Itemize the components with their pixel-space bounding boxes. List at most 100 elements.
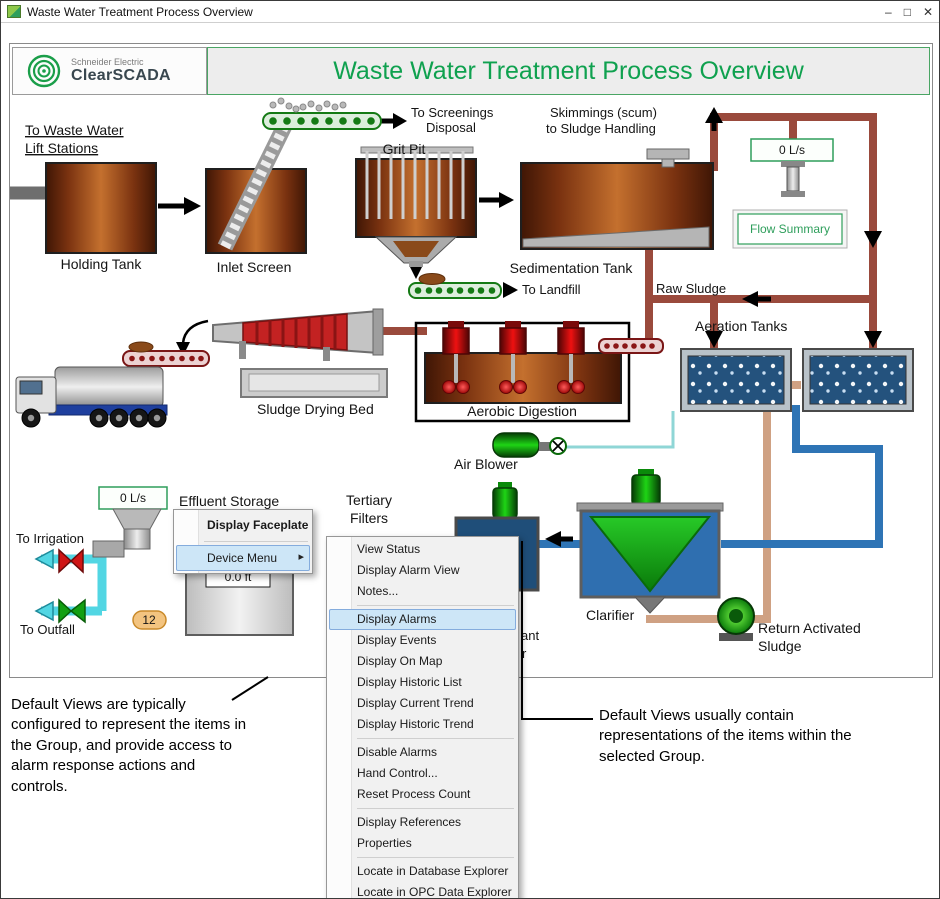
label-lift-stations-2[interactable]: Lift Stations [25,140,98,156]
schneider-logo-icon [27,54,61,88]
label-ras-1: Return Activated [758,620,861,636]
submenu-item-notes[interactable]: Notes... [357,584,399,598]
outfall-valve[interactable] [58,598,86,624]
aeration-tank-2[interactable] [802,348,914,412]
page-header: Schneider Electric ClearSCADA Waste Wate… [12,47,930,95]
label-air-blower: Air Blower [454,456,518,472]
sludge-truck [15,366,168,428]
air-blower[interactable] [492,432,567,458]
tertiary-filter-pump[interactable] [492,482,518,519]
submenu-item-hand-control[interactable]: Hand Control... [357,766,438,780]
label-screenings-2: Disposal [426,120,476,135]
title-bar[interactable]: Waste Water Treatment Process Overview –… [1,1,939,23]
aerobic-digestion-tank[interactable] [424,321,622,404]
flow-meter-top[interactable]: 0 L/s [750,138,834,197]
clarifier[interactable] [576,502,724,614]
submenu-separator [357,738,514,739]
submenu-item-locate-database-explorer[interactable]: Locate in Database Explorer [357,864,509,878]
label-to-outfall: To Outfall [20,622,75,637]
grit-pit[interactable] [355,146,477,267]
page-title: Waste Water Treatment Process Overview [207,47,930,95]
screenings-pile [269,97,347,113]
brand-line-1: Schneider Electric [71,57,144,67]
minimize-button[interactable]: – [885,4,892,19]
menu-separator [204,541,308,542]
label-raw-sludge: Raw Sludge [656,281,726,296]
flow-direction-arrows [158,107,882,547]
flow-meter-top-value: 0 L/s [779,143,805,157]
label-lift-stations-1[interactable]: To Waste Water [25,122,124,138]
submenu-item-locate-opc-explorer[interactable]: Locate in OPC Data Explorer [357,885,512,899]
label-aeration-tanks: Aeration Tanks [695,318,787,334]
count-value: 12 [142,613,156,627]
maximize-button[interactable]: □ [903,4,911,19]
irrigation-valve[interactable] [58,548,84,574]
submenu-item-display-historic-list[interactable]: Display Historic List [357,675,462,689]
submenu-item-properties[interactable]: Properties [357,836,412,850]
submenu-item-display-alarm-view[interactable]: Display Alarm View [357,563,460,577]
ras-pump[interactable] [717,597,755,641]
submenu-item-view-status[interactable]: View Status [357,542,421,556]
context-menu: Display Faceplate Device Menu ▸ [173,509,313,574]
count-badge[interactable]: 12 [132,610,167,630]
submenu-arrow-icon: ▸ [298,551,304,563]
submenu-item-display-historic-trend[interactable]: Display Historic Trend [357,717,474,731]
label-aerobic-digestion: Aerobic Digestion [467,403,577,419]
label-inlet-screen: Inlet Screen [217,259,292,275]
callout-lines [231,541,593,720]
label-fragment-2: r [522,646,527,661]
digester-mixer-1[interactable] [442,321,470,394]
truck-loading-conveyor[interactable] [122,341,210,381]
submenu-item-display-current-trend[interactable]: Display Current Trend [357,696,474,710]
close-button[interactable]: ✕ [922,4,933,19]
submenu-item-display-references[interactable]: Display References [357,815,462,829]
label-to-landfill: To Landfill [522,282,581,297]
digester-mixer-3[interactable] [557,321,585,394]
app-icon [7,5,21,18]
holding-tank[interactable] [45,162,157,254]
menu-item-display-faceplate[interactable]: Display Faceplate [207,518,309,532]
device-submenu: View Status Display Alarm View Notes... … [326,536,519,899]
grit-conveyor[interactable] [408,273,502,299]
device-menu-label: Device Menu [207,551,278,565]
submenu-separator [357,605,514,606]
submenu-item-display-alarms[interactable]: Display Alarms [329,609,516,630]
label-grit-pit: Grit Pit [383,141,426,157]
digester-feed-conveyor[interactable] [598,338,664,354]
submenu-item-display-events[interactable]: Display Events [357,633,437,647]
label-tertiary-2: Filters [350,510,388,526]
screenings-conveyor[interactable] [262,97,382,130]
sedimentation-tank[interactable] [520,148,714,250]
pipe-air [561,411,675,449]
label-skimmings-1: Skimmings (scum) [550,105,657,120]
digester-mixer-2[interactable] [499,321,527,394]
effluent-flow-meter[interactable]: 0 L/s [98,486,168,510]
inlet-screen[interactable] [205,112,307,254]
annotation-right: Default Views usually contain representa… [599,707,852,765]
submenu-item-display-on-map[interactable]: Display On Map [357,654,443,668]
label-holding-tank: Holding Tank [61,256,143,272]
submenu-item-disable-alarms[interactable]: Disable Alarms [357,745,438,759]
label-clarifier: Clarifier [586,607,635,623]
sludge-drying-bed [240,368,388,398]
aeration-tank-1[interactable] [680,348,792,412]
aerobic-digestion-highlight-box [414,321,631,423]
submenu-item-reset-process-count[interactable]: Reset Process Count [357,787,471,801]
label-sedimentation-tank: Sedimentation Tank [510,260,634,276]
lift-stations-link[interactable]: To Waste Water Lift Stations [25,122,124,156]
menu-item-device-menu[interactable]: Device Menu ▸ [176,545,310,571]
flow-summary-button[interactable]: Flow Summary [732,209,848,249]
label-to-irrigation: To Irrigation [16,531,84,546]
submenu-separator [357,857,514,858]
label-screenings-1: To Screenings [411,105,494,120]
brand-logo-box: Schneider Electric ClearSCADA [12,47,207,95]
label-skimmings-2: to Sludge Handling [546,121,656,136]
label-tertiary-1: Tertiary [346,492,392,508]
screw-conveyor[interactable] [212,308,384,361]
effluent-outflow-arrows [34,548,54,622]
effluent-standpipe[interactable] [92,508,162,558]
label-fragment-1: ant [521,628,539,643]
effluent-flow-value: 0 L/s [120,491,146,505]
